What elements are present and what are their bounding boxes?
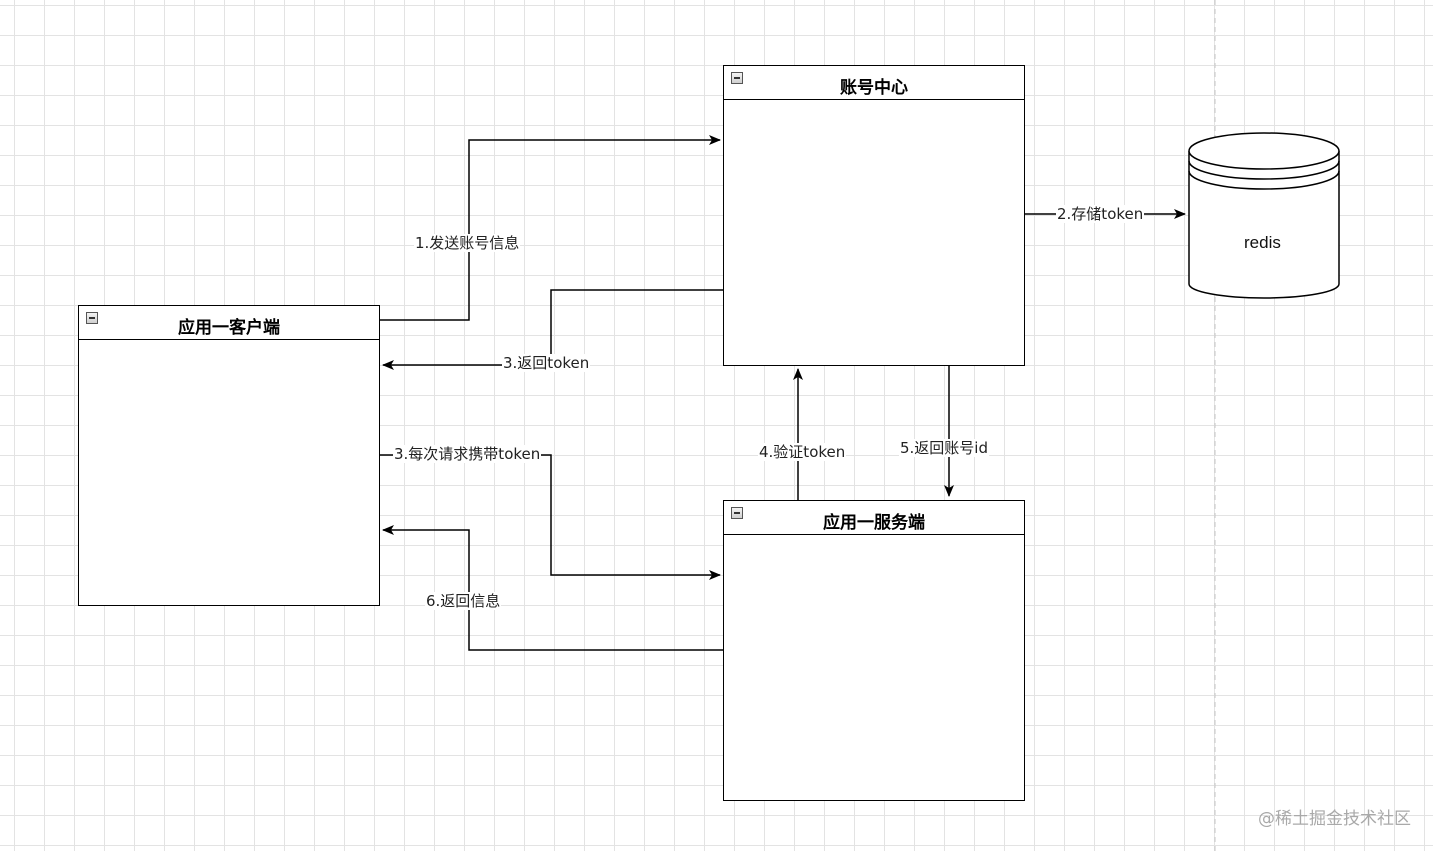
app-client-header: 应用一客户端 xyxy=(79,306,379,340)
collapse-icon[interactable] xyxy=(731,72,743,84)
watermark: @稀土掘金技术社区 xyxy=(1258,809,1411,829)
edge-return-info[interactable] xyxy=(382,525,724,651)
app-server-header: 应用一服务端 xyxy=(724,501,1024,535)
edge-label-carry-token: 3.每次请求携带token xyxy=(393,445,542,463)
account-center-container[interactable]: 账号中心 xyxy=(723,65,1025,366)
edge-label-verify-token: 4.验证token xyxy=(758,443,847,461)
edge-label-return-info: 6.返回信息 xyxy=(425,592,502,610)
edge-carry-token[interactable] xyxy=(379,454,721,580)
edge-return-token[interactable] xyxy=(382,289,724,370)
collapse-icon[interactable] xyxy=(86,312,98,324)
app-server-container[interactable]: 应用一服务端 xyxy=(723,500,1025,801)
app-client-title: 应用一客户端 xyxy=(178,318,280,338)
edge-label-return-account-id: 5.返回账号id xyxy=(899,439,990,457)
collapse-icon[interactable] xyxy=(731,507,743,519)
redis-label: redis xyxy=(1244,233,1281,252)
edge-label-return-token: 3.返回token xyxy=(502,354,591,372)
edge-label-send-account-info: 1.发送账号信息 xyxy=(414,234,521,252)
edge-send-account-info[interactable] xyxy=(379,135,721,321)
redis-cylinder[interactable] xyxy=(1188,132,1340,299)
app-client-container[interactable]: 应用一客户端 xyxy=(78,305,380,606)
account-center-header: 账号中心 xyxy=(724,66,1024,100)
account-center-title: 账号中心 xyxy=(840,78,908,98)
app-server-title: 应用一服务端 xyxy=(823,513,925,533)
edge-label-store-token: 2.存储token xyxy=(1056,205,1145,223)
